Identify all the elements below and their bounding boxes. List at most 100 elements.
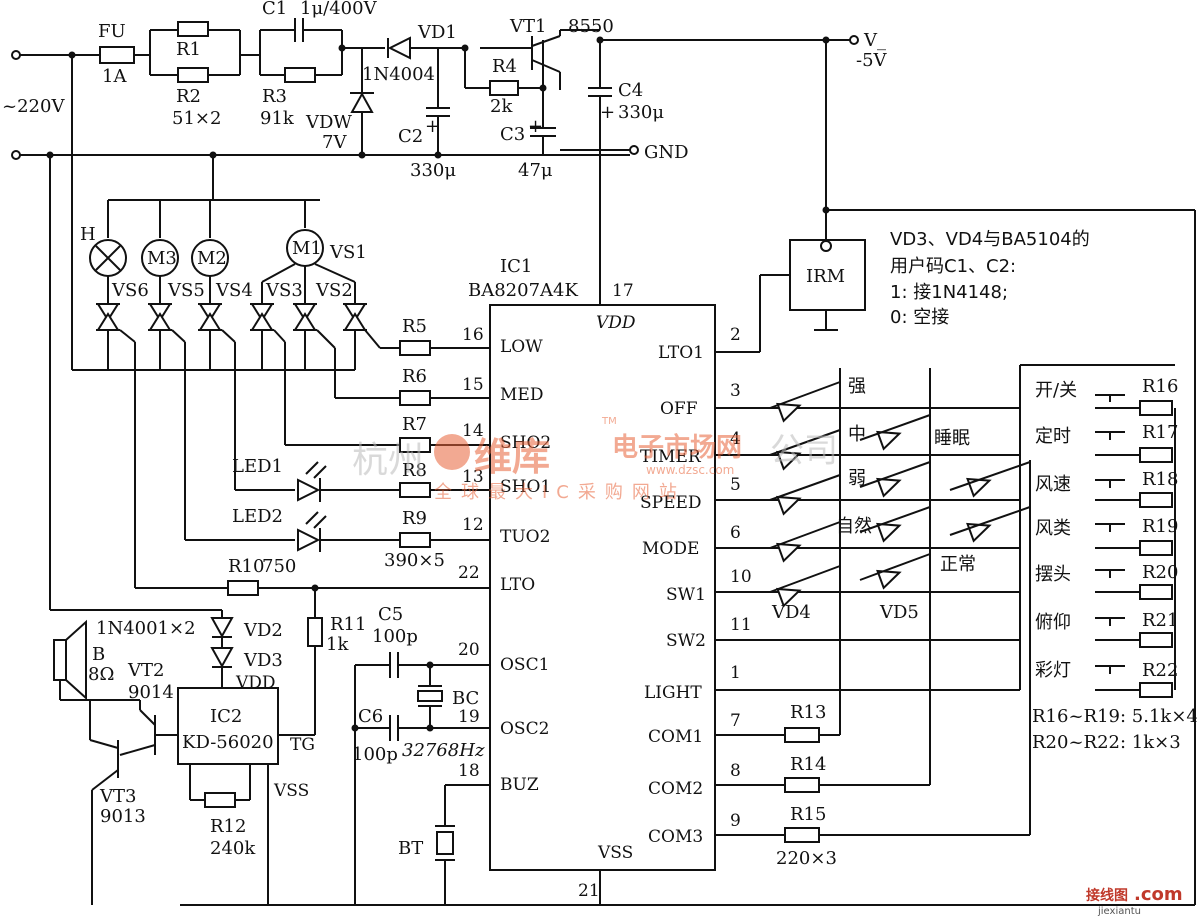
vout-value: -5V (856, 50, 888, 71)
resistor-r7 (399, 437, 431, 453)
svg-text:+: + (425, 116, 440, 137)
vs5-label: VS5 (167, 280, 205, 301)
svg-text:12: 12 (462, 515, 484, 535)
ic1-right-pin: 4 TIMER (640, 429, 1020, 467)
watermark-right-text: 公司 (770, 431, 838, 471)
resistor-r4 (489, 80, 519, 96)
irm-note-line4: 0: 空接 (890, 307, 949, 328)
key-switch[interactable]: 定时 R17 (1035, 422, 1178, 463)
resistor-r14 (784, 777, 820, 793)
fuse-value: 1A (102, 66, 127, 87)
svg-text:3: 3 (730, 381, 741, 401)
motor-m1-label: M1 (292, 238, 322, 259)
corner-logo: 接线图 .com jiexiantu (1086, 884, 1183, 917)
svg-text:COM1: COM1 (648, 727, 703, 747)
key-switch[interactable]: 彩灯 R22 (1035, 660, 1178, 698)
key-switch[interactable]: 风速 R18 (1035, 469, 1178, 508)
speaker-value: 8Ω (88, 664, 114, 685)
r3-value: 91k (260, 108, 295, 129)
r10-label: R10 (228, 556, 264, 577)
resistor-r5 (399, 340, 431, 356)
r4-value: 2k (490, 96, 513, 117)
matrix-strong: 强 (848, 376, 866, 397)
svg-text:R19: R19 (1142, 516, 1178, 537)
loads-section: H M3 M2 M1 VS1 VS6 VS5 VS4 VS3 VS2 (71, 55, 400, 589)
svg-text:SHO2: SHO2 (500, 433, 551, 453)
r7-label: R7 (402, 414, 427, 435)
ic1-part: BA8207A4K (468, 280, 578, 301)
led2-label: LED2 (232, 506, 283, 527)
svg-text:R17: R17 (1142, 422, 1178, 443)
resistor-r15 (784, 827, 820, 843)
svg-text:20: 20 (458, 640, 480, 660)
svg-text:22: 22 (458, 563, 480, 583)
svg-text:7: 7 (730, 711, 741, 731)
ic1-pin-vdd: 17 (612, 281, 634, 301)
ic1-vss: VSS (597, 843, 633, 863)
svg-text:LTO1: LTO1 (658, 343, 704, 363)
svg-text:R20: R20 (1142, 562, 1178, 583)
bc-value: 32768Hz (402, 740, 485, 761)
motor-m2-label: M2 (197, 248, 227, 269)
bc-label: BC (452, 688, 479, 709)
svg-text:13: 13 (462, 467, 484, 487)
ic2-body (177, 687, 279, 765)
svg-text:+: + (528, 116, 543, 137)
svg-text:MED: MED (500, 385, 543, 405)
r12-label: R12 (210, 816, 246, 837)
matrix-leds (769, 381, 1031, 608)
svg-text:MODE: MODE (642, 539, 699, 559)
sound-section: 1N4001×2 VD2 VD3 VDD B 8Ω IC2 KD-56020 T… (49, 155, 315, 905)
irm-note-line2: 用户码C1、C2: (890, 256, 1016, 277)
vs2-label: VS2 (315, 280, 353, 301)
ic1-left-pin: 19 OSC2 (430, 707, 549, 739)
svg-text:15: 15 (462, 375, 484, 395)
fuse-label: FU (98, 21, 126, 42)
key-switch[interactable]: 摆头 R20 (1035, 562, 1178, 600)
svg-text:COM3: COM3 (648, 827, 703, 847)
led1-label: LED1 (232, 456, 283, 477)
ic1-label: IC1 (500, 256, 532, 277)
key-switch[interactable]: 开/关 R16 (1035, 376, 1178, 416)
crystal-bc (417, 690, 443, 702)
vt2-label: VT2 (127, 660, 164, 681)
svg-text:R18: R18 (1142, 469, 1178, 490)
r8-label: R8 (402, 460, 427, 481)
ic1-vdd: VDD (596, 313, 636, 333)
vdw-value: 7V (322, 132, 347, 153)
vd4-label: VD4 (771, 602, 811, 623)
vd5-label: VD5 (879, 602, 919, 623)
vs3-label: VS3 (265, 280, 303, 301)
triac-vs2 (293, 300, 317, 370)
ic1-left-pin: 20 OSC1 (430, 640, 549, 675)
watermark-left-text: 杭州 (352, 440, 424, 481)
vout-terminal (849, 35, 859, 45)
key-switch[interactable]: 俯仰 R21 (1035, 610, 1178, 648)
ic1-section: IC1 BA8207A4K VDD 17 VSS 21 16 LOW 15 ME… (180, 256, 1195, 906)
resistor-r8 (399, 482, 431, 498)
ic1-right-pin: 2 LTO1 (658, 325, 760, 363)
svg-text:2: 2 (730, 325, 741, 345)
svg-text:11: 11 (730, 615, 752, 635)
svg-text:COM2: COM2 (648, 779, 703, 799)
r3-label: R3 (262, 86, 287, 107)
r2-label: R2 (176, 86, 201, 107)
key-switch[interactable]: 风类 R19 (1035, 516, 1178, 556)
svg-text:SPEED: SPEED (640, 493, 702, 513)
svg-text:风速: 风速 (1035, 474, 1071, 495)
r10-value: 750 (262, 556, 296, 577)
resistor-r10 (227, 580, 259, 596)
ac-terminal-bottom (11, 150, 21, 160)
svg-text:5: 5 (730, 475, 741, 495)
diodes-label: 1N4001×2 (96, 618, 196, 639)
svg-text:R21: R21 (1142, 610, 1178, 631)
svg-text:彩灯: 彩灯 (1035, 660, 1071, 681)
r5-label: R5 (402, 316, 427, 337)
ic2-part: KD-56020 (182, 732, 274, 753)
c6-value: 100p (352, 744, 398, 765)
ic1-left-pin: 18 BUZ (445, 761, 539, 795)
svg-text:4: 4 (730, 429, 741, 449)
fuse (99, 46, 135, 64)
triac-vs3 (250, 300, 274, 370)
svg-text:19: 19 (458, 707, 480, 727)
